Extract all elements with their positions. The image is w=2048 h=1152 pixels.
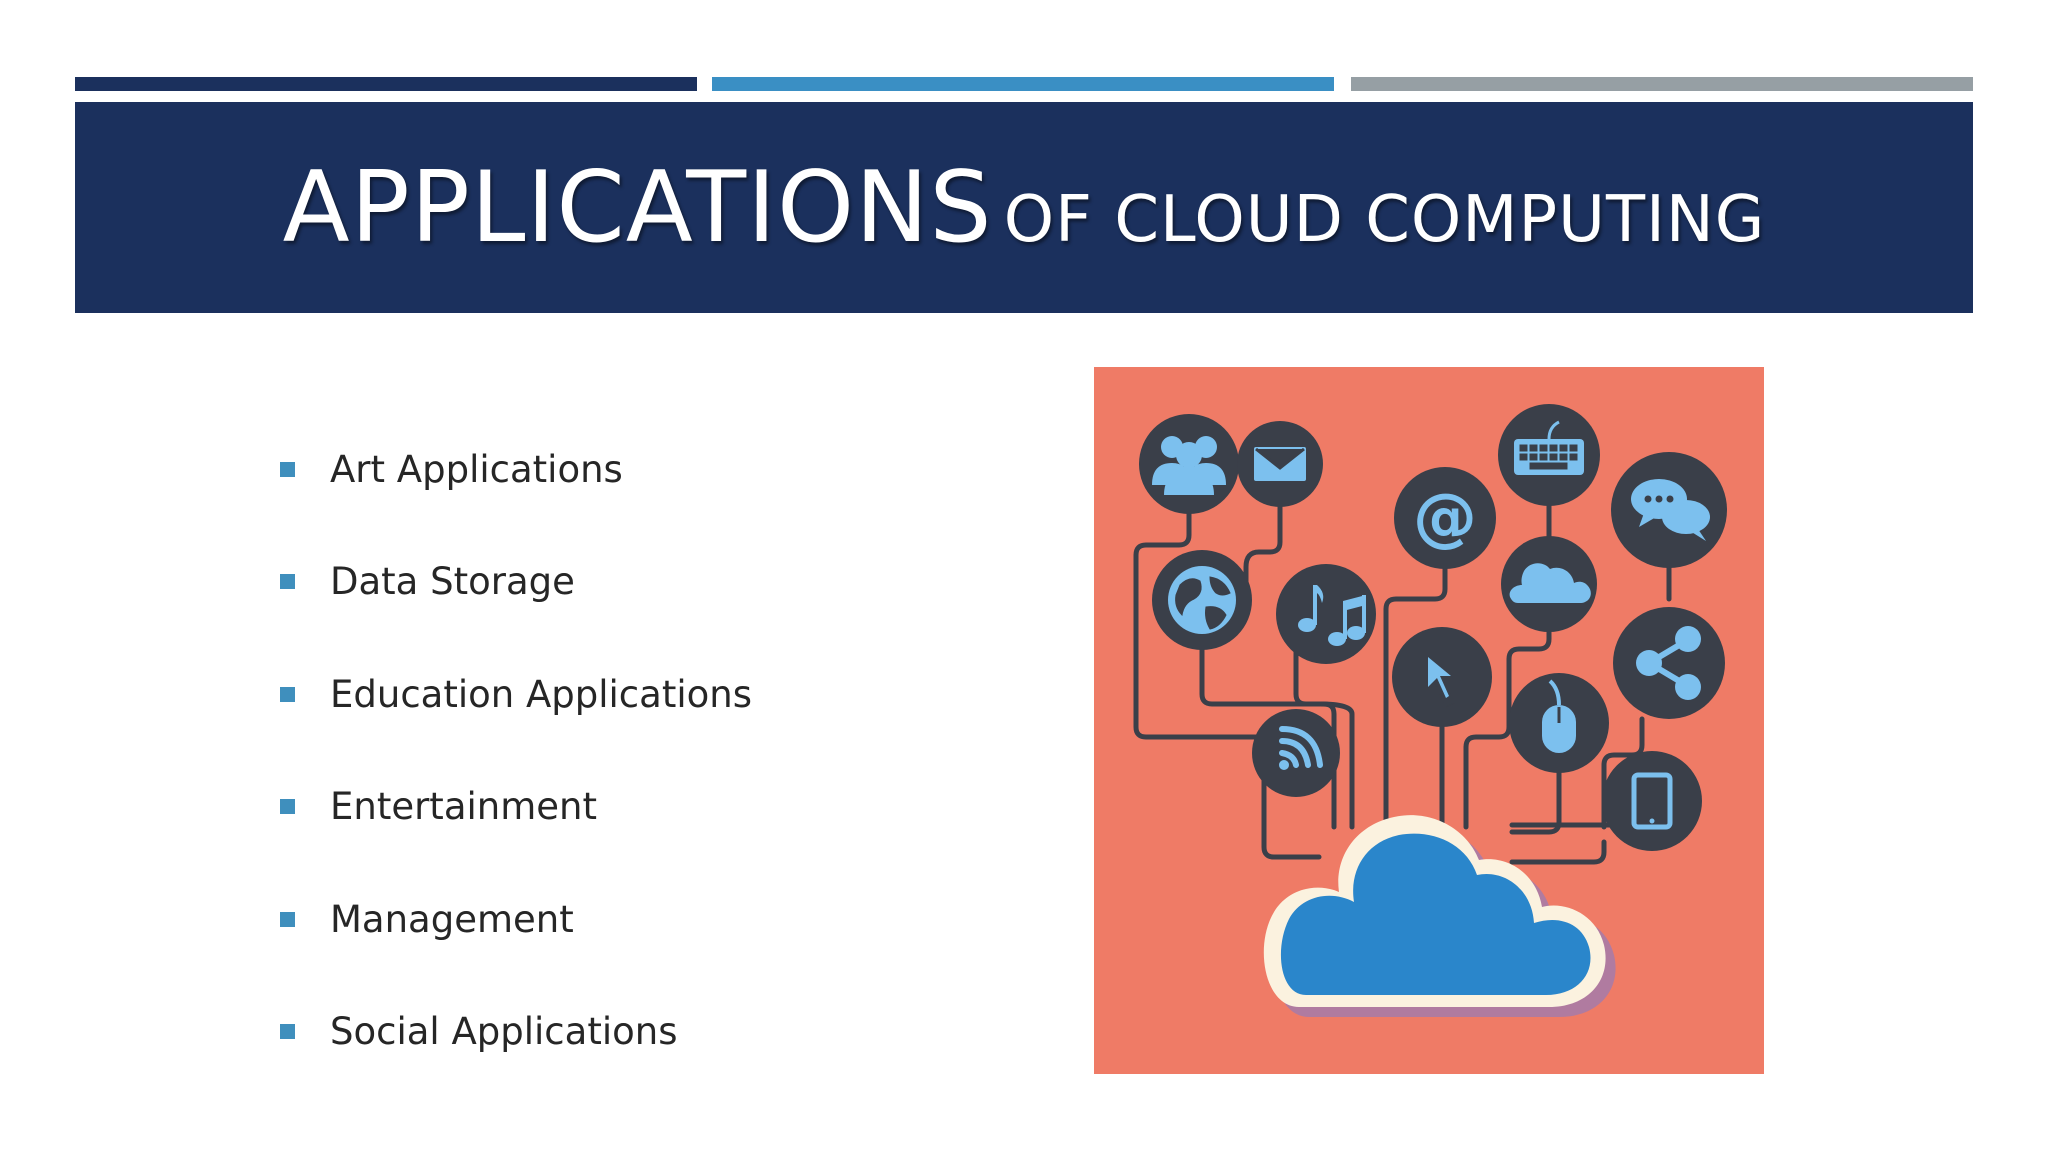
bullet-item: Management [280,863,752,976]
chat-bubbles-icon [1611,452,1727,568]
bullet-text: Social Applications [330,1010,678,1054]
slide-title: APPLICATIONS OF CLOUD COMPUTING [283,151,1766,265]
bullet-square-icon [280,911,295,927]
envelope-icon [1237,421,1323,507]
title-band: APPLICATIONS OF CLOUD COMPUTING [75,102,1973,313]
pointer-icon [1392,627,1492,727]
bullet-text: Art Applications [330,447,623,491]
bullet-square-icon [280,686,295,702]
cloud-icon [1501,536,1597,632]
cloud-network-graphic: @ [1094,367,1764,1074]
cloud-computing-illustration: @ [1094,367,1764,1074]
bullet-list: Art Applications Data Storage Education … [280,413,752,1088]
keyboard-keys [1519,444,1578,470]
bullet-item: Social Applications [280,976,752,1089]
bullet-item: Education Applications [280,638,752,751]
users-icon [1139,414,1239,514]
bullet-item: Data Storage [280,526,752,639]
music-icon [1276,564,1376,664]
globe-icon [1152,550,1252,650]
accent-bar-blue [712,77,1334,91]
title-sub: OF CLOUD COMPUTING [1003,182,1766,257]
wifi-icon [1252,709,1340,797]
accent-bar-navy [75,77,697,91]
at-sign-icon: @ [1394,467,1496,569]
bullet-square-icon [280,461,295,477]
bullet-text: Management [330,897,574,941]
bullet-text: Data Storage [330,560,575,604]
bullet-square-icon [280,1024,295,1040]
title-main: APPLICATIONS [282,150,993,265]
central-cloud-icon [1263,815,1616,1017]
bullet-text: Education Applications [330,672,752,716]
share-icon [1613,607,1725,719]
bullet-square-icon [280,799,295,815]
mouse-icon [1509,673,1609,773]
tablet-icon [1602,751,1702,851]
accent-bar-gray [1351,77,1973,91]
bullet-item: Art Applications [280,413,752,526]
bullet-square-icon [280,574,295,590]
svg-text:@: @ [1413,481,1477,555]
keyboard-icon [1498,404,1600,506]
bullet-text: Entertainment [330,785,597,829]
bullet-item: Entertainment [280,751,752,864]
